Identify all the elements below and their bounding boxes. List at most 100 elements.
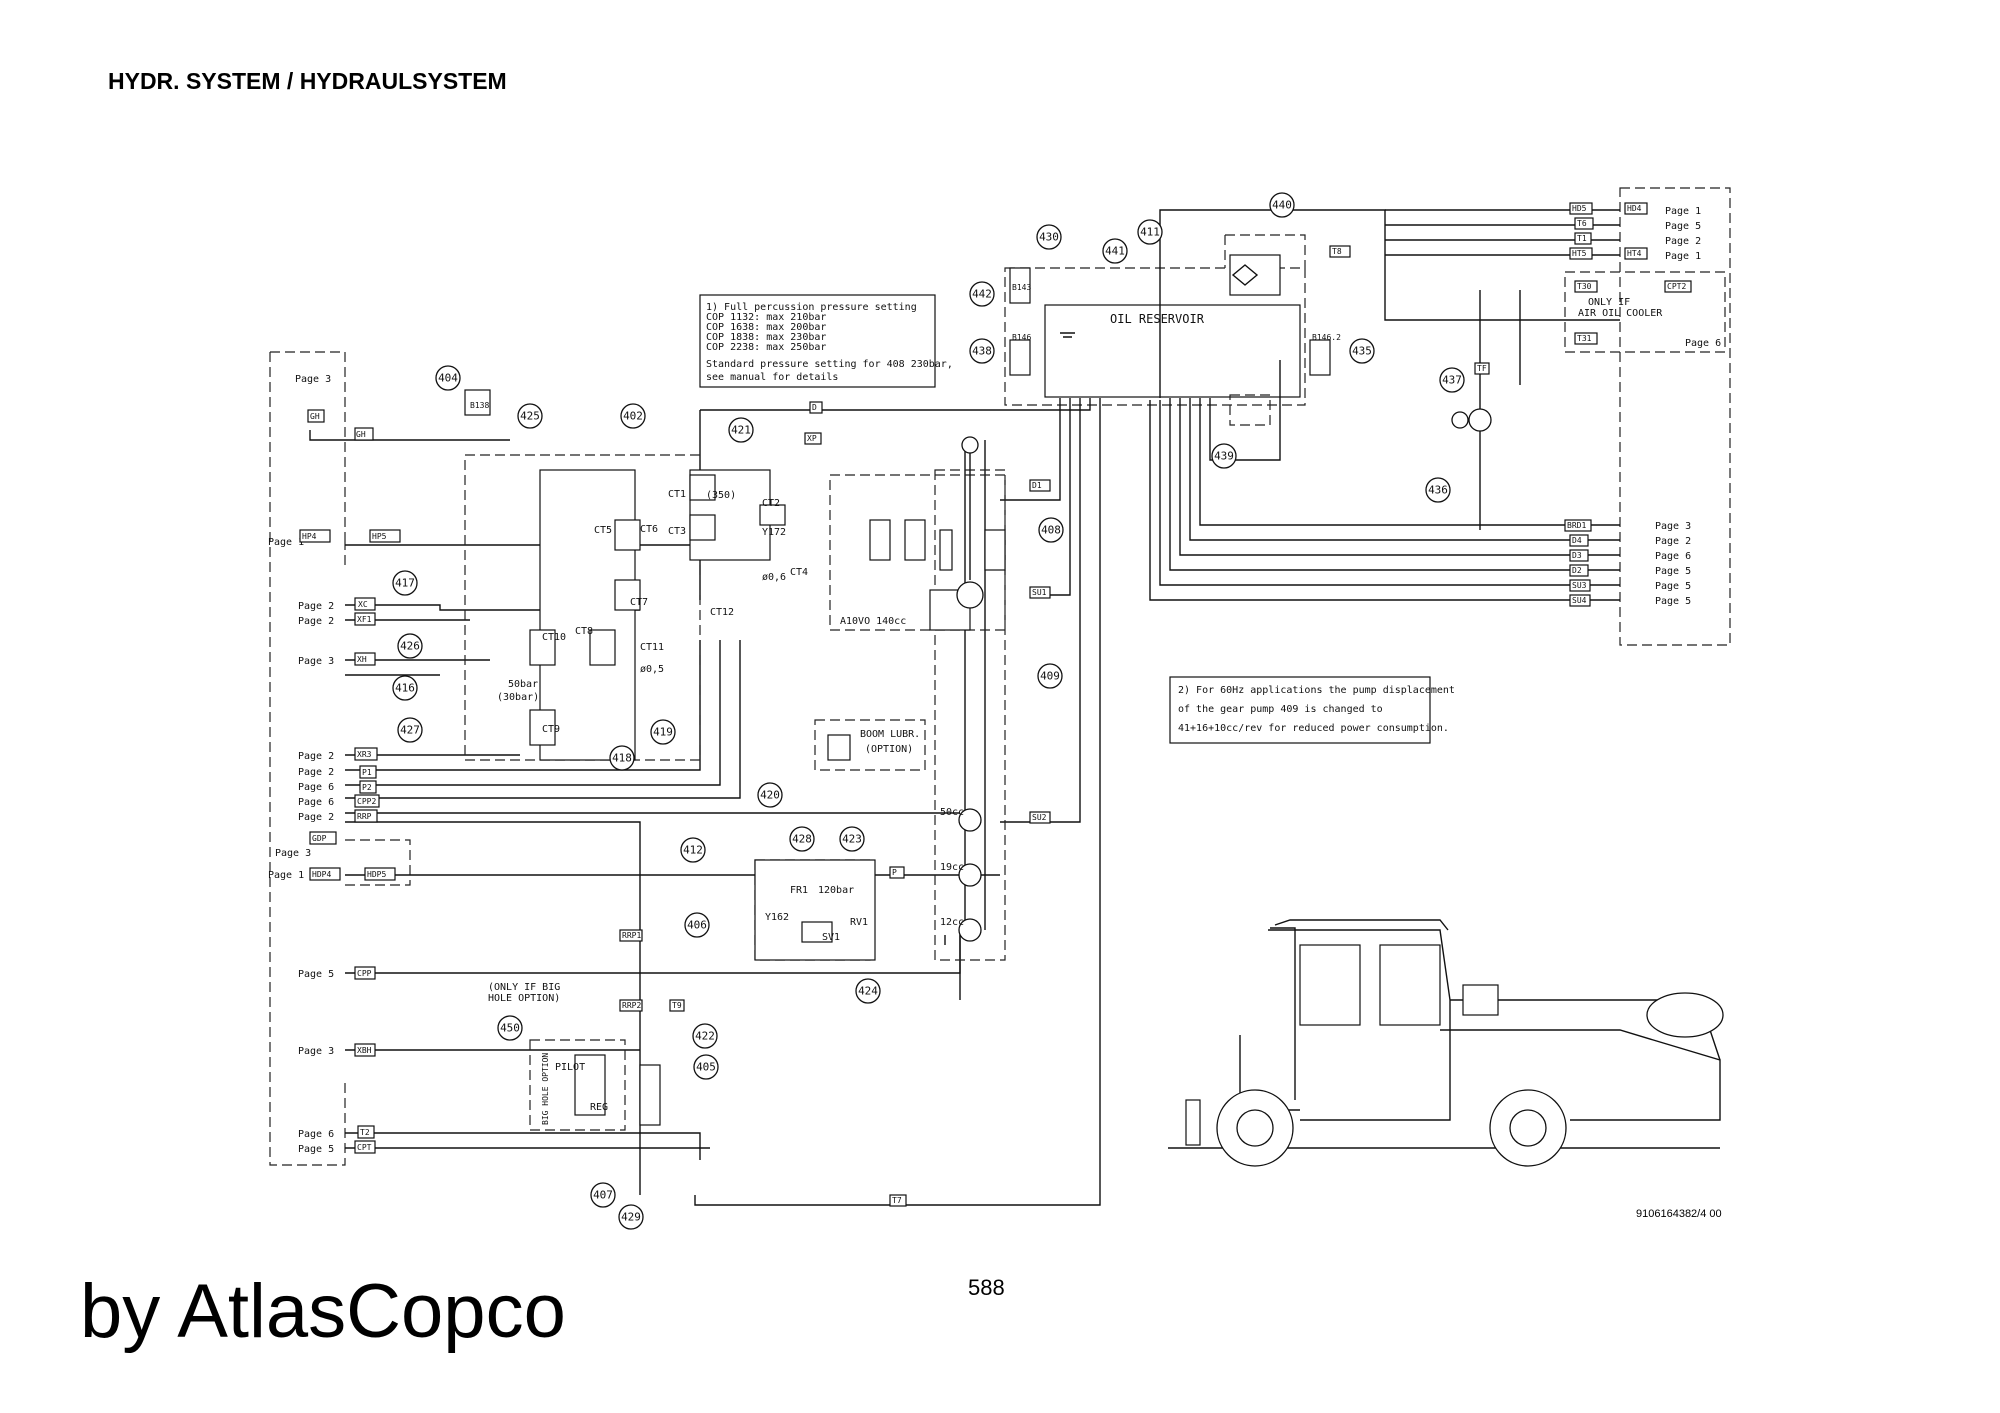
svg-text:HD4: HD4	[1627, 204, 1642, 213]
note-2: 2) For 60Hz applications the pump displa…	[1169, 676, 1455, 744]
svg-text:TF: TF	[1477, 364, 1487, 373]
svg-text:ø0,5: ø0,5	[640, 664, 664, 675]
svg-text:CT8: CT8	[575, 626, 593, 637]
svg-text:Page 1: Page 1	[268, 537, 304, 548]
svg-text:416: 416	[395, 682, 415, 695]
svg-text:D2: D2	[1572, 566, 1582, 575]
svg-text:2) For 60Hz applications the p: 2) For 60Hz applications the pump displa…	[1178, 685, 1455, 696]
left-port-labels: Page 3 GH GH Page 1 HP4 HP5 Page 2 XC Pa…	[268, 374, 401, 1155]
svg-text:425: 425	[520, 410, 540, 423]
svg-text:P: P	[892, 868, 897, 877]
svg-text:REG: REG	[590, 1102, 608, 1113]
svg-text:438: 438	[972, 345, 992, 358]
svg-text:428: 428	[792, 833, 812, 846]
svg-text:SU1: SU1	[1032, 588, 1047, 597]
watermark-text: by AtlasCopco	[80, 1269, 566, 1354]
svg-text:Page 6: Page 6	[298, 797, 334, 808]
svg-text:Page 3: Page 3	[295, 374, 331, 385]
svg-text:Standard pressure setting for: Standard pressure setting for 408 230bar…	[706, 359, 953, 370]
svg-text:AIR OIL COOLER: AIR OIL COOLER	[1578, 308, 1663, 319]
svg-text:CT3: CT3	[668, 526, 686, 537]
svg-text:of the gear pump 409 is change: of the gear pump 409 is changed to	[1178, 704, 1383, 715]
svg-text:417: 417	[395, 577, 415, 590]
gear-12cc-label: 12cc	[940, 917, 964, 928]
svg-text:406: 406	[687, 919, 707, 932]
svg-text:RRP: RRP	[357, 812, 372, 821]
callouts: 402 404 405 406 407 408 409 411 412 416 …	[392, 192, 1465, 1230]
svg-text:Page 2: Page 2	[298, 601, 334, 612]
page-number: 588	[968, 1275, 1005, 1300]
svg-text:418: 418	[612, 752, 632, 765]
svg-text:D: D	[812, 403, 817, 412]
svg-text:SU2: SU2	[1032, 813, 1047, 822]
svg-text:CPT2: CPT2	[1667, 282, 1686, 291]
svg-text:Page 6: Page 6	[1655, 551, 1691, 562]
svg-text:CPP2: CPP2	[357, 797, 376, 806]
svg-text:B146.2: B146.2	[1312, 333, 1341, 342]
svg-text:422: 422	[695, 1030, 715, 1043]
svg-text:435: 435	[1352, 345, 1372, 358]
svg-text:Page 3: Page 3	[1655, 521, 1691, 532]
svg-text:T30: T30	[1577, 282, 1592, 291]
svg-text:Page 5: Page 5	[1655, 566, 1691, 577]
svg-text:HP5: HP5	[372, 532, 387, 541]
svg-text:Page 3: Page 3	[275, 848, 311, 859]
svg-text:Page 5: Page 5	[1655, 581, 1691, 592]
svg-text:Page 6: Page 6	[1685, 338, 1721, 349]
svg-text:RV1: RV1	[850, 917, 868, 928]
svg-text:Page 1: Page 1	[1665, 206, 1701, 217]
svg-text:Page 5: Page 5	[298, 969, 334, 980]
svg-text:XF1: XF1	[357, 615, 372, 624]
svg-text:(350): (350)	[706, 490, 736, 501]
right-frame	[1564, 187, 1731, 646]
svg-text:CT6: CT6	[640, 524, 658, 535]
page-title: HYDR. SYSTEM / HYDRAULSYSTEM	[108, 68, 507, 94]
svg-text:CT1: CT1	[668, 489, 686, 500]
svg-text:411: 411	[1140, 226, 1160, 239]
note-1: 1) Full percussion pressure setting COP …	[699, 294, 953, 388]
svg-text:RRP2: RRP2	[622, 1001, 641, 1010]
svg-text:436: 436	[1428, 484, 1448, 497]
svg-text:439: 439	[1214, 450, 1234, 463]
svg-text:T31: T31	[1577, 334, 1592, 343]
svg-text:BOOM LUBR.: BOOM LUBR.	[860, 729, 920, 740]
svg-text:T8: T8	[1332, 247, 1342, 256]
svg-text:CPT: CPT	[357, 1143, 372, 1152]
svg-text:1) Full percussion pressure se: 1) Full percussion pressure setting	[706, 302, 917, 313]
svg-text:XC: XC	[358, 600, 368, 609]
svg-text:Page 2: Page 2	[298, 767, 334, 778]
svg-text:HT4: HT4	[1627, 249, 1642, 258]
svg-text:B146: B146	[1012, 333, 1031, 342]
svg-text:Page 6: Page 6	[298, 1129, 334, 1140]
svg-text:404: 404	[438, 372, 458, 385]
svg-text:COP 1132: max 210bar: COP 1132: max 210bar	[706, 312, 826, 323]
svg-text:CT2: CT2	[762, 498, 780, 509]
svg-text:41+16+10cc/rev for reduced pow: 41+16+10cc/rev for reduced power consump…	[1178, 723, 1449, 734]
svg-text:ONLY IF: ONLY IF	[1588, 297, 1630, 308]
svg-text:PILOT: PILOT	[555, 1062, 585, 1073]
svg-text:COP 1838: max 230bar: COP 1838: max 230bar	[706, 332, 826, 343]
gear-50cc-label: 50cc	[940, 807, 964, 818]
svg-text:423: 423	[842, 833, 862, 846]
svg-text:429: 429	[621, 1211, 641, 1224]
svg-text:CT4: CT4	[790, 567, 808, 578]
oil-reservoir	[1044, 304, 1301, 398]
svg-text:407: 407	[593, 1189, 613, 1202]
svg-text:CT7: CT7	[630, 597, 648, 608]
svg-text:Y172: Y172	[762, 527, 786, 538]
svg-text:CT5: CT5	[594, 525, 612, 536]
svg-text:Page 2: Page 2	[298, 812, 334, 823]
svg-text:T6: T6	[1577, 219, 1587, 228]
svg-text:B143: B143	[1012, 283, 1031, 292]
svg-text:(30bar): (30bar)	[497, 692, 539, 703]
svg-text:427: 427	[400, 724, 420, 737]
svg-text:RRP1: RRP1	[622, 931, 641, 940]
svg-text:FR1: FR1	[790, 885, 808, 896]
gear-19cc-label: 19cc	[940, 862, 964, 873]
svg-text:SU3: SU3	[1572, 581, 1587, 590]
svg-text:CT10: CT10	[542, 632, 566, 643]
svg-text:50bar: 50bar	[508, 679, 538, 690]
gear-pumps: 50cc 19cc 12cc A10VO 140cc	[840, 408, 1492, 942]
svg-text:SV1: SV1	[822, 932, 840, 943]
